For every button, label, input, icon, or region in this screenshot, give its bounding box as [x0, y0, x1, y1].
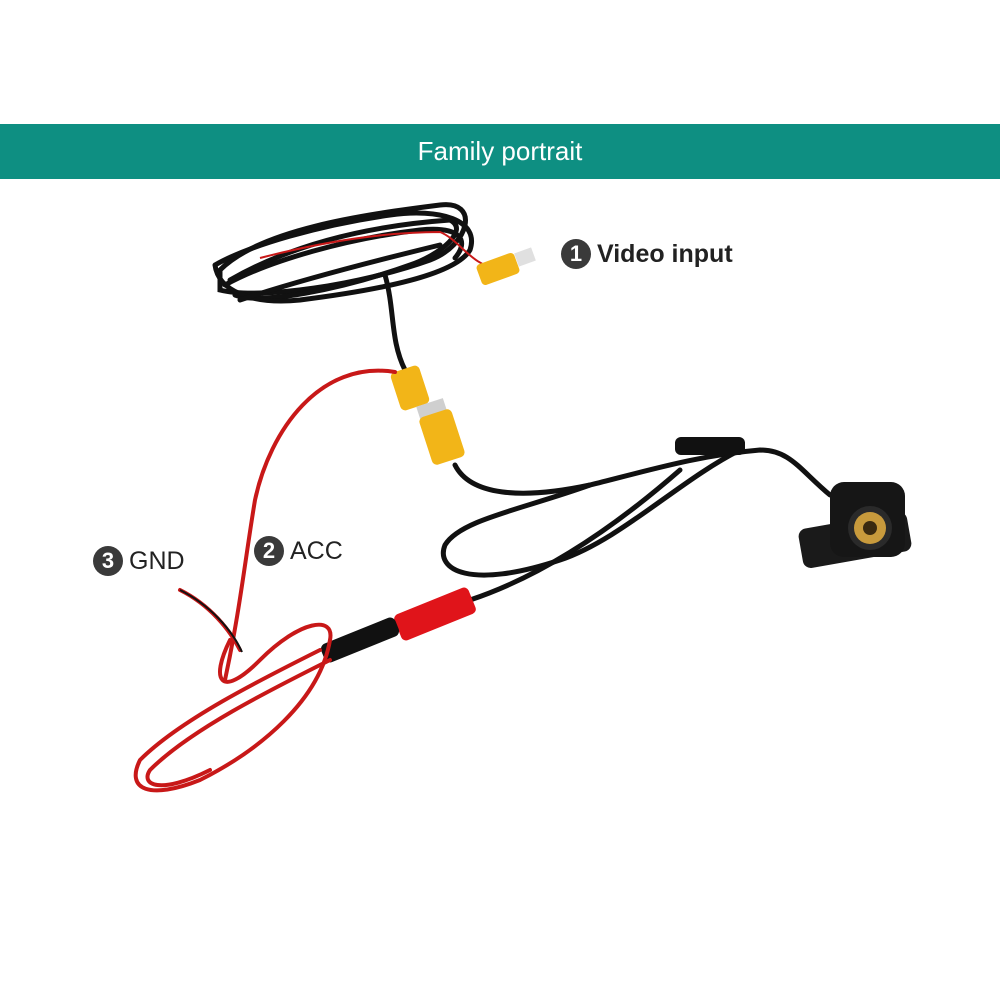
rca-plug-red: [320, 587, 476, 663]
callout-number-badge: 1: [561, 239, 591, 269]
callout-label: Video input: [597, 239, 733, 268]
red-power-wires: [133, 368, 397, 793]
camera-body: [798, 482, 912, 568]
callout-label: ACC: [290, 536, 343, 565]
callout-gnd: 3 GND: [93, 546, 185, 576]
callout-label: GND: [129, 546, 185, 575]
gnd-wire-black: [179, 589, 243, 653]
banner-title: Family portrait: [417, 136, 583, 166]
rca-joint-middle: [390, 365, 465, 465]
callout-video-input: 1 Video input: [561, 239, 733, 269]
extension-cable-coil: [212, 202, 474, 373]
callout-number-badge: 3: [93, 546, 123, 576]
title-banner: Family portrait: [0, 124, 1000, 179]
callout-number-badge: 2: [254, 536, 284, 566]
callout-acc: 2 ACC: [254, 536, 343, 566]
rca-plug-top: [476, 247, 536, 286]
camera-cable: [440, 447, 833, 603]
cable-sleeve: [675, 437, 745, 455]
red-trigger-wire-top: [259, 230, 501, 271]
